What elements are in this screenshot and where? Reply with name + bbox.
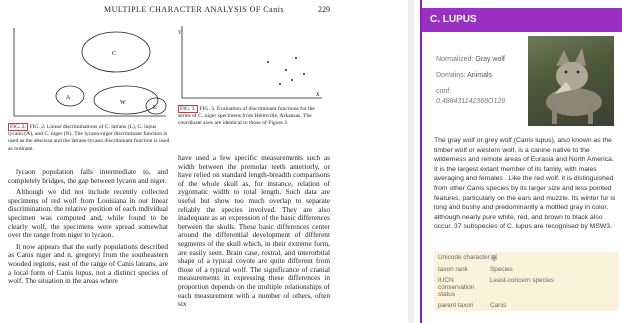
property-row: Unicode character🐺 (438, 254, 498, 262)
left-paragraph: It now appears that the early population… (8, 241, 168, 286)
left-column: lycaon population falls intermediate to,… (8, 167, 168, 289)
ellipse-c (81, 31, 151, 73)
figure-3-plot: Y X (178, 26, 322, 99)
right-column: have used a few specific measurements su… (178, 153, 330, 312)
figure-2: C W A L (8, 22, 170, 122)
right-paragraph: have used a few specific measurements su… (178, 153, 330, 309)
label-c: C (112, 51, 116, 57)
left-paragraph: Although we did not include recently col… (8, 187, 168, 240)
label-x: X (316, 93, 320, 98)
ellipse-a (55, 85, 85, 107)
conf-label: conf: (436, 88, 452, 95)
pane-divider[interactable] (408, 0, 414, 323)
entity-description: The gray wolf or grey wolf (Canis lupus)… (434, 137, 616, 231)
page-header: MULTIPLE CHARACTER ANALYSIS OF Canis (104, 5, 285, 14)
page-number: 229 (318, 5, 330, 14)
left-paragraph: lycaon population falls intermediate to,… (8, 167, 168, 185)
domains-row: Domains: Animals (436, 72, 493, 79)
figure-2-plot: C W A L (13, 28, 167, 117)
label-l: L (153, 105, 157, 111)
label-y: Y (178, 31, 182, 36)
wolf-icon (546, 48, 602, 124)
conf-value: 0.488431142368O129 (436, 98, 506, 105)
ellipse-l (145, 97, 167, 115)
figure-3-caption: FIG. 3. FIG. 3. Evaluation of discrimina… (178, 105, 315, 127)
label-w: W (120, 100, 126, 106)
document-page: MULTIPLE CHARACTER ANALYSIS OF Canis 229… (8, 5, 330, 312)
ellipse-w (93, 85, 159, 115)
entity-info-panel: C. LUPUS Normalized: Gray wolf Domains: … (420, 0, 622, 323)
figure-2-caption: FIG. 2. FIG. 2. Linear discriminations o… (8, 123, 170, 152)
panel-title: C. LUPUS (422, 8, 622, 32)
label-a: A (66, 95, 71, 101)
figure-3: Y X (176, 22, 326, 102)
normalized-row: Normalized: Gray wolf (436, 56, 505, 63)
wolf-photo (528, 36, 614, 126)
